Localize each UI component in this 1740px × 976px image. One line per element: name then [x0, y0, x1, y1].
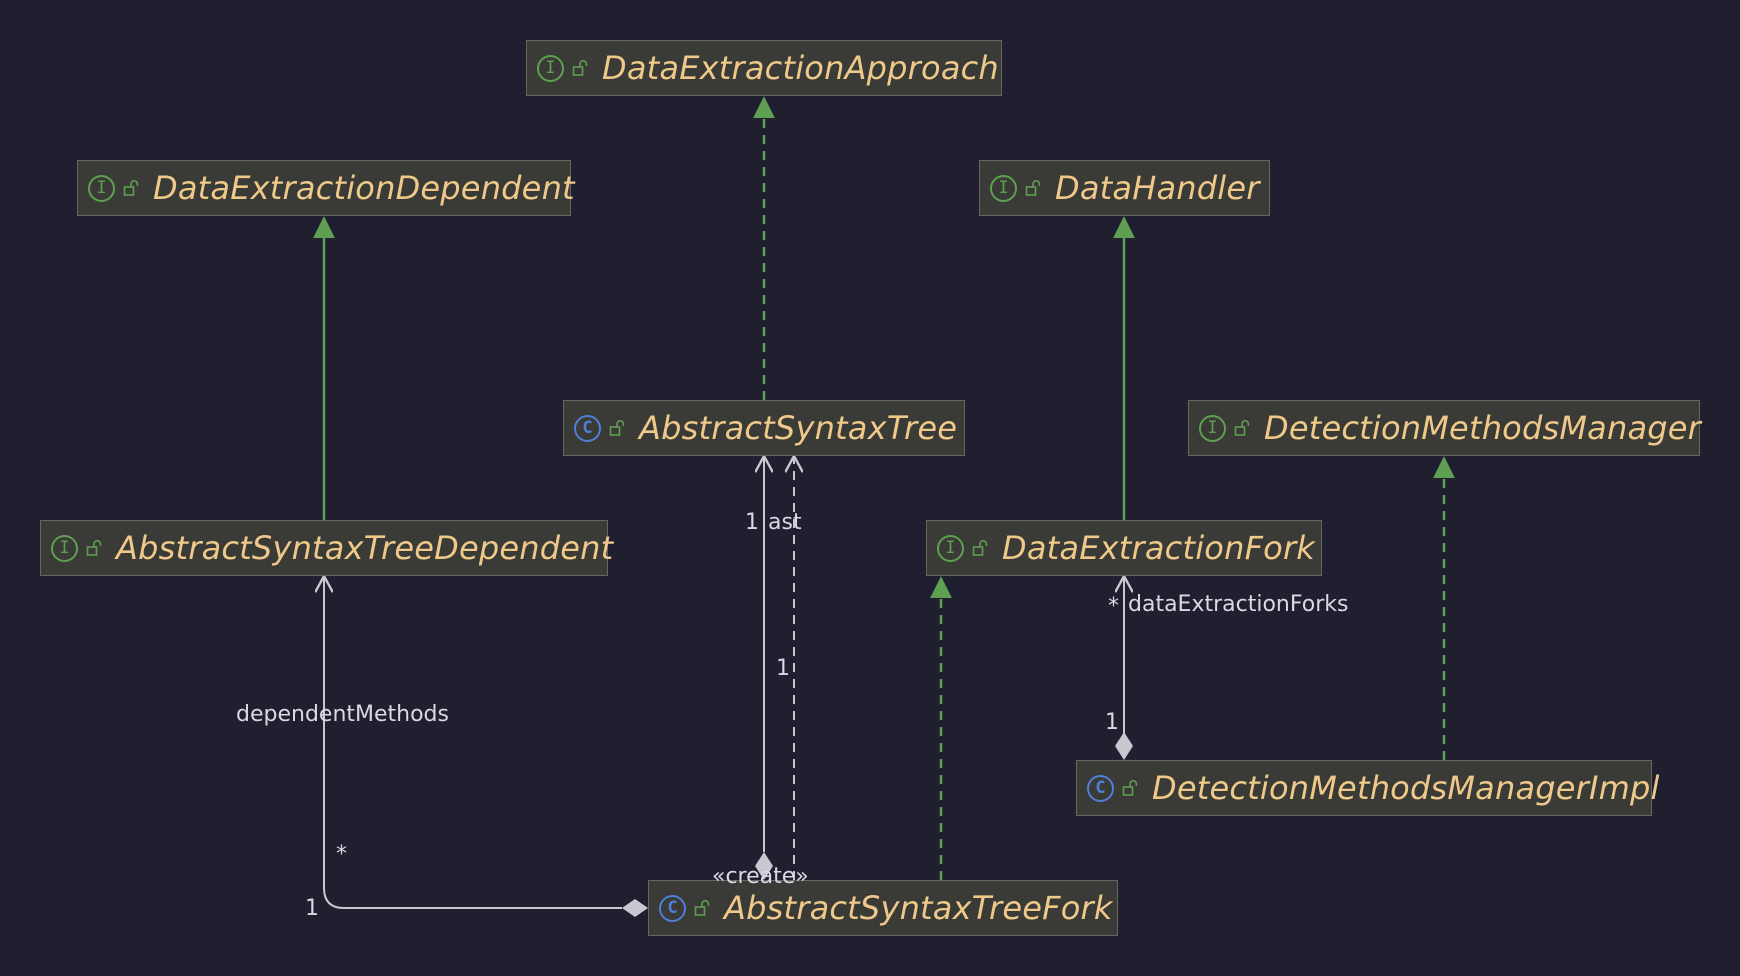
- class-name: AbstractSyntaxTree: [639, 409, 958, 447]
- ast-owner-multiplicity-label: 1: [776, 656, 790, 681]
- dependent-role-label: dependentMethods: [236, 702, 449, 727]
- class-name: DetectionMethodsManager: [1264, 409, 1702, 447]
- class-node-abstract-syntax-tree-fork[interactable]: C AbstractSyntaxTreeFork: [648, 880, 1118, 936]
- dependent-owner-multiplicity-label: 1: [305, 896, 319, 921]
- class-node-data-handler[interactable]: I DataHandler: [979, 160, 1270, 216]
- class-node-data-extraction-approach[interactable]: I DataExtractionApproach: [526, 40, 1002, 96]
- class-node-data-extraction-fork[interactable]: I DataExtractionFork: [926, 520, 1322, 576]
- unlocked-padlock-icon: [1122, 780, 1138, 796]
- composition-diamond-ast: [755, 852, 773, 880]
- composition-diamond-dependent: [622, 899, 648, 917]
- class-icon: C: [659, 894, 686, 922]
- dependent-multiplicity-label: *: [336, 842, 347, 867]
- interface-icon: I: [990, 174, 1017, 202]
- class-name: AbstractSyntaxTreeDependent: [116, 529, 614, 567]
- interface-icon: I: [537, 54, 564, 82]
- unlocked-padlock-icon: [572, 60, 588, 76]
- class-icon: C: [1087, 774, 1114, 802]
- interface-icon: I: [51, 534, 78, 562]
- class-name: DataExtractionApproach: [602, 49, 999, 87]
- composition-diamond-forks: [1115, 732, 1133, 760]
- class-name: DataHandler: [1055, 169, 1260, 207]
- unlocked-padlock-icon: [1234, 420, 1250, 436]
- unlocked-padlock-icon: [86, 540, 102, 556]
- unlocked-padlock-icon: [694, 900, 710, 916]
- unlocked-padlock-icon: [609, 420, 625, 436]
- class-name: AbstractSyntaxTreeFork: [724, 889, 1113, 927]
- interface-icon: I: [1199, 414, 1226, 442]
- ast-role-label: ast: [768, 510, 802, 535]
- unlocked-padlock-icon: [123, 180, 139, 196]
- forks-owner-multiplicity-label: 1: [1105, 710, 1119, 735]
- class-name: DetectionMethodsManagerImpl: [1152, 769, 1660, 807]
- class-node-detection-methods-manager[interactable]: I DetectionMethodsManager: [1188, 400, 1702, 456]
- forks-role-label: dataExtractionForks: [1128, 592, 1349, 617]
- class-name: DataExtractionFork: [1002, 529, 1316, 567]
- class-icon: C: [574, 414, 601, 442]
- edge-astfork-dependent-composition: [324, 576, 622, 909]
- class-node-abstract-syntax-tree[interactable]: C AbstractSyntaxTree: [563, 400, 965, 456]
- interface-icon: I: [937, 534, 964, 562]
- unlocked-padlock-icon: [1025, 180, 1041, 196]
- class-name: DataExtractionDependent: [153, 169, 575, 207]
- forks-multiplicity-label: *: [1108, 594, 1119, 619]
- ast-multiplicity-label: 1: [745, 510, 759, 535]
- create-stereotype-label: «create»: [712, 864, 809, 889]
- interface-icon: I: [88, 174, 115, 202]
- class-node-abstract-syntax-tree-dependent[interactable]: I AbstractSyntaxTreeDependent: [40, 520, 613, 576]
- class-node-data-extraction-dependent[interactable]: I DataExtractionDependent: [77, 160, 575, 216]
- unlocked-padlock-icon: [972, 540, 988, 556]
- class-node-detection-methods-manager-impl[interactable]: C DetectionMethodsManagerImpl: [1076, 760, 1659, 816]
